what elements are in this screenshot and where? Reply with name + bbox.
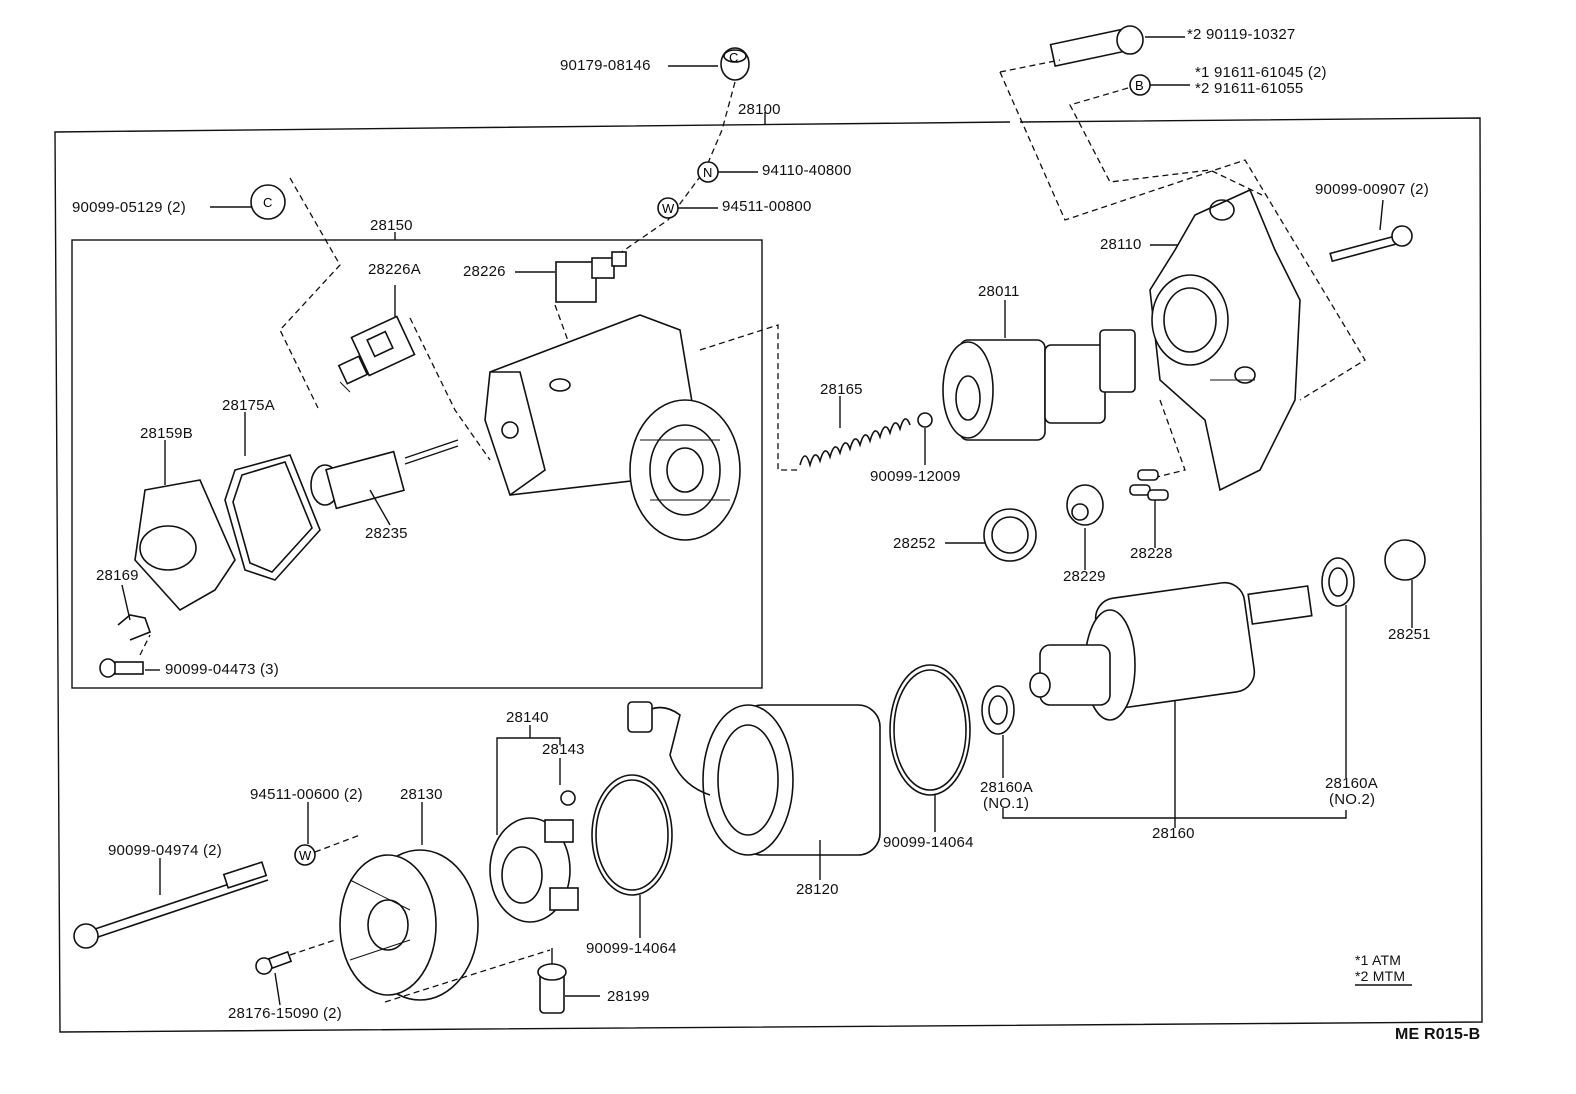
- label-94511-00600: 94511-00600 (2): [250, 786, 363, 803]
- svg-text:W: W: [662, 201, 675, 216]
- solenoid-subassembly-frame: [71, 239, 763, 689]
- label-28229: 28229: [1063, 568, 1106, 585]
- nut-90179: C: [668, 47, 750, 81]
- housing-28110: [1149, 188, 1301, 492]
- label-90099-00907: 90099-00907 (2): [1315, 181, 1429, 198]
- bolt-mark-b: B: [1129, 74, 1190, 96]
- solenoid-housing: [484, 314, 741, 541]
- svg-text:C: C: [729, 50, 738, 65]
- label-28252: 28252: [893, 535, 936, 552]
- svg-text:N: N: [703, 165, 712, 180]
- label-28120: 28120: [796, 881, 839, 898]
- svg-text:W: W: [299, 848, 312, 863]
- terminal-28226: [515, 251, 627, 303]
- label-90099-14064-right: 90099-14064: [883, 834, 974, 851]
- label-28011: 28011: [978, 283, 1020, 300]
- gasket-28175A: [224, 412, 321, 581]
- label-90099-05129: 90099-05129 (2): [72, 199, 186, 216]
- terminal-28226A: [337, 285, 416, 393]
- bearing-28160A-no2: [1321, 557, 1355, 778]
- yoke-28120: [627, 701, 881, 880]
- spring-28165: [799, 396, 933, 468]
- assembly-frame-28100: [54, 117, 1483, 1033]
- bearing-28160A-no1: [981, 685, 1015, 778]
- bolt-90099-00907: [1329, 199, 1413, 263]
- label-28143: 28143: [542, 741, 585, 758]
- label-28175A: 28175A: [222, 397, 275, 414]
- washer-mark-w: W: [657, 197, 718, 219]
- label-28169: 28169: [96, 567, 139, 584]
- retainer-28229: [1066, 484, 1104, 570]
- clip-28169: [117, 584, 152, 641]
- label-90099-04974: 90099-04974 (2): [108, 842, 222, 859]
- label-90119-10327: *2 90119-10327: [1187, 26, 1296, 43]
- legend-atm: *1 ATM: [1355, 952, 1402, 968]
- svg-text:C: C: [263, 195, 272, 210]
- gear-28251: [1384, 539, 1426, 628]
- end-frame-28130: [339, 802, 479, 1001]
- label-94511-00800: 94511-00800: [722, 198, 812, 215]
- washer-mark-w-lower: W: [294, 802, 316, 866]
- label-90179-08146: 90179-08146: [560, 57, 651, 74]
- o-ring-90099-14064-left: [591, 774, 673, 938]
- label-28130: 28130: [400, 786, 443, 803]
- label-94110-40800: 94110-40800: [762, 162, 852, 179]
- armature-28160: [1029, 581, 1313, 828]
- rollers-28228: [1129, 469, 1169, 548]
- label-28228: 28228: [1130, 545, 1173, 562]
- label-28176-15090: 28176-15090 (2): [228, 1005, 342, 1022]
- grommet-28199: [537, 948, 600, 1014]
- label-28150: 28150: [370, 217, 413, 234]
- through-bolt-90099-04974: [73, 858, 269, 949]
- svg-text:B: B: [1135, 78, 1144, 93]
- label-28199: 28199: [607, 988, 650, 1005]
- label-90099-04473: 90099-04473 (3): [165, 661, 279, 678]
- cap-90099-05129: C: [210, 184, 286, 220]
- brush-holder-28140: [489, 725, 579, 923]
- label-90099-12009: 90099-12009: [870, 468, 961, 485]
- label-28100: 28100: [738, 101, 781, 118]
- label-91611-61045: *1 91611-61045 (2): [1195, 64, 1327, 81]
- label-91611-61055: *2 91611-61055: [1195, 80, 1304, 97]
- plunger-28235: [310, 439, 459, 526]
- label-28110: 28110: [1100, 236, 1142, 253]
- bolt-90119-10327: [1049, 25, 1185, 68]
- label-28165: 28165: [820, 381, 863, 398]
- o-ring-90099-14064-right: [889, 664, 971, 832]
- cover-28159B: [134, 440, 236, 612]
- label-28160A-no1-note: (NO.1): [983, 795, 1030, 812]
- label-28160A-no2: 28160A: [1325, 775, 1378, 792]
- label-28160A-no2-note: (NO.2): [1329, 791, 1376, 808]
- screw-28176-15090: [255, 950, 293, 1006]
- label-90099-14064-left: 90099-14064: [586, 940, 677, 957]
- gear-28252: [945, 508, 1037, 562]
- diagram-reference-code: ME R015-B: [1395, 1026, 1481, 1043]
- label-28226A: 28226A: [368, 261, 421, 278]
- label-28160A-no1: 28160A: [980, 779, 1033, 796]
- label-28140: 28140: [506, 709, 549, 726]
- clutch-28011: [942, 300, 1136, 441]
- label-28160: 28160: [1152, 825, 1195, 842]
- nut-mark-n: N: [697, 161, 758, 183]
- bolt-90099-04473: [99, 634, 160, 678]
- label-28226: 28226: [463, 263, 506, 280]
- label-28159B: 28159B: [140, 425, 193, 442]
- legend-mtm: *2 MTM: [1355, 968, 1406, 984]
- label-28235: 28235: [365, 525, 408, 542]
- label-28251: 28251: [1388, 626, 1431, 643]
